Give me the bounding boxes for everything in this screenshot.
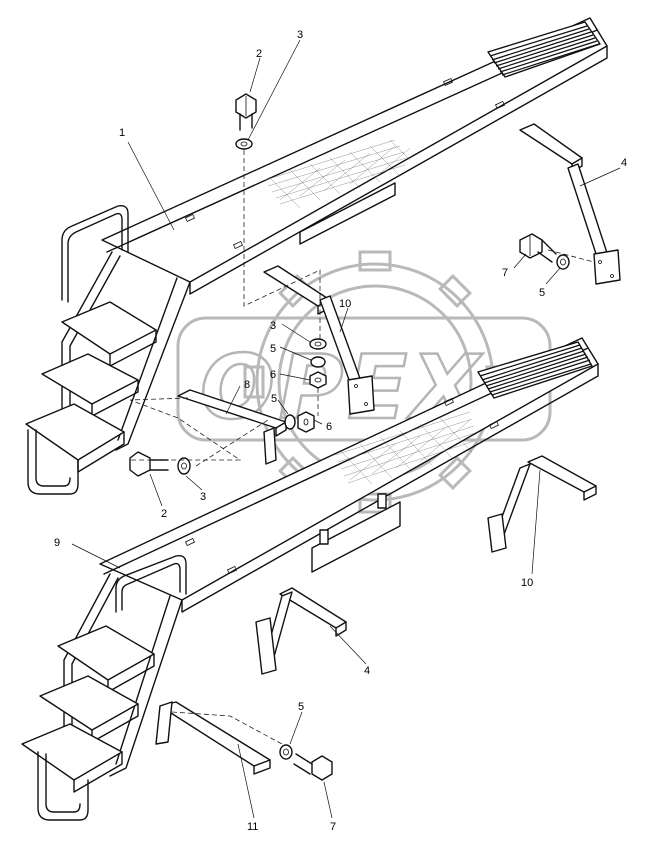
bracket-10-upper — [263, 265, 375, 415]
callout-5: 5 — [270, 343, 276, 355]
stairs-lower — [21, 554, 187, 821]
bolt-7-lower — [279, 744, 333, 781]
callout-1: 1 — [119, 127, 125, 139]
callout-3: 3 — [270, 320, 276, 332]
callout-2: 2 — [161, 508, 167, 520]
walkway-upper — [25, 17, 608, 495]
bracket-8 — [177, 389, 287, 465]
callout-10: 10 — [521, 577, 533, 589]
callout-4: 4 — [621, 157, 627, 169]
callouts: 1 2 3 4 7 5 10 3 5 6 8 5 6 2 3 9 10 4 5 … — [54, 29, 627, 833]
bolt-7-upper — [519, 233, 570, 270]
walkway-upper-mesh — [264, 139, 411, 209]
callout-5: 5 — [539, 287, 545, 299]
callout-7: 7 — [502, 267, 508, 279]
callout-6: 6 — [270, 369, 276, 381]
callout-10: 10 — [339, 298, 351, 310]
bolt-2-mid — [129, 451, 191, 477]
assembly-lines — [128, 150, 595, 745]
bracket-10-lower — [487, 455, 597, 553]
callout-3: 3 — [200, 491, 206, 503]
callout-4: 4 — [364, 665, 370, 677]
bracket-4-lower — [255, 587, 347, 675]
fastener-stack-center — [309, 338, 327, 389]
walkway-lower — [21, 337, 599, 821]
callout-3: 3 — [297, 29, 303, 41]
bolt-2-top — [235, 93, 257, 150]
callout-7: 7 — [330, 821, 336, 833]
bracket-4-upper — [519, 123, 621, 285]
callout-9: 9 — [54, 537, 60, 549]
callout-11: 11 — [247, 821, 258, 833]
leader-lines — [71, 39, 621, 819]
callout-2: 2 — [256, 48, 262, 60]
stairs-upper — [25, 204, 191, 495]
callout-8: 8 — [244, 379, 250, 391]
walkway-upper-grating — [487, 21, 601, 78]
callout-5: 5 — [271, 393, 277, 405]
walkway-lower-mesh — [334, 411, 476, 485]
callout-6: 6 — [326, 421, 332, 433]
bracket-11 — [155, 701, 271, 775]
callout-5: 5 — [298, 701, 304, 713]
walkway-lower-grating — [477, 341, 593, 399]
fastener-stack-side — [284, 411, 315, 433]
